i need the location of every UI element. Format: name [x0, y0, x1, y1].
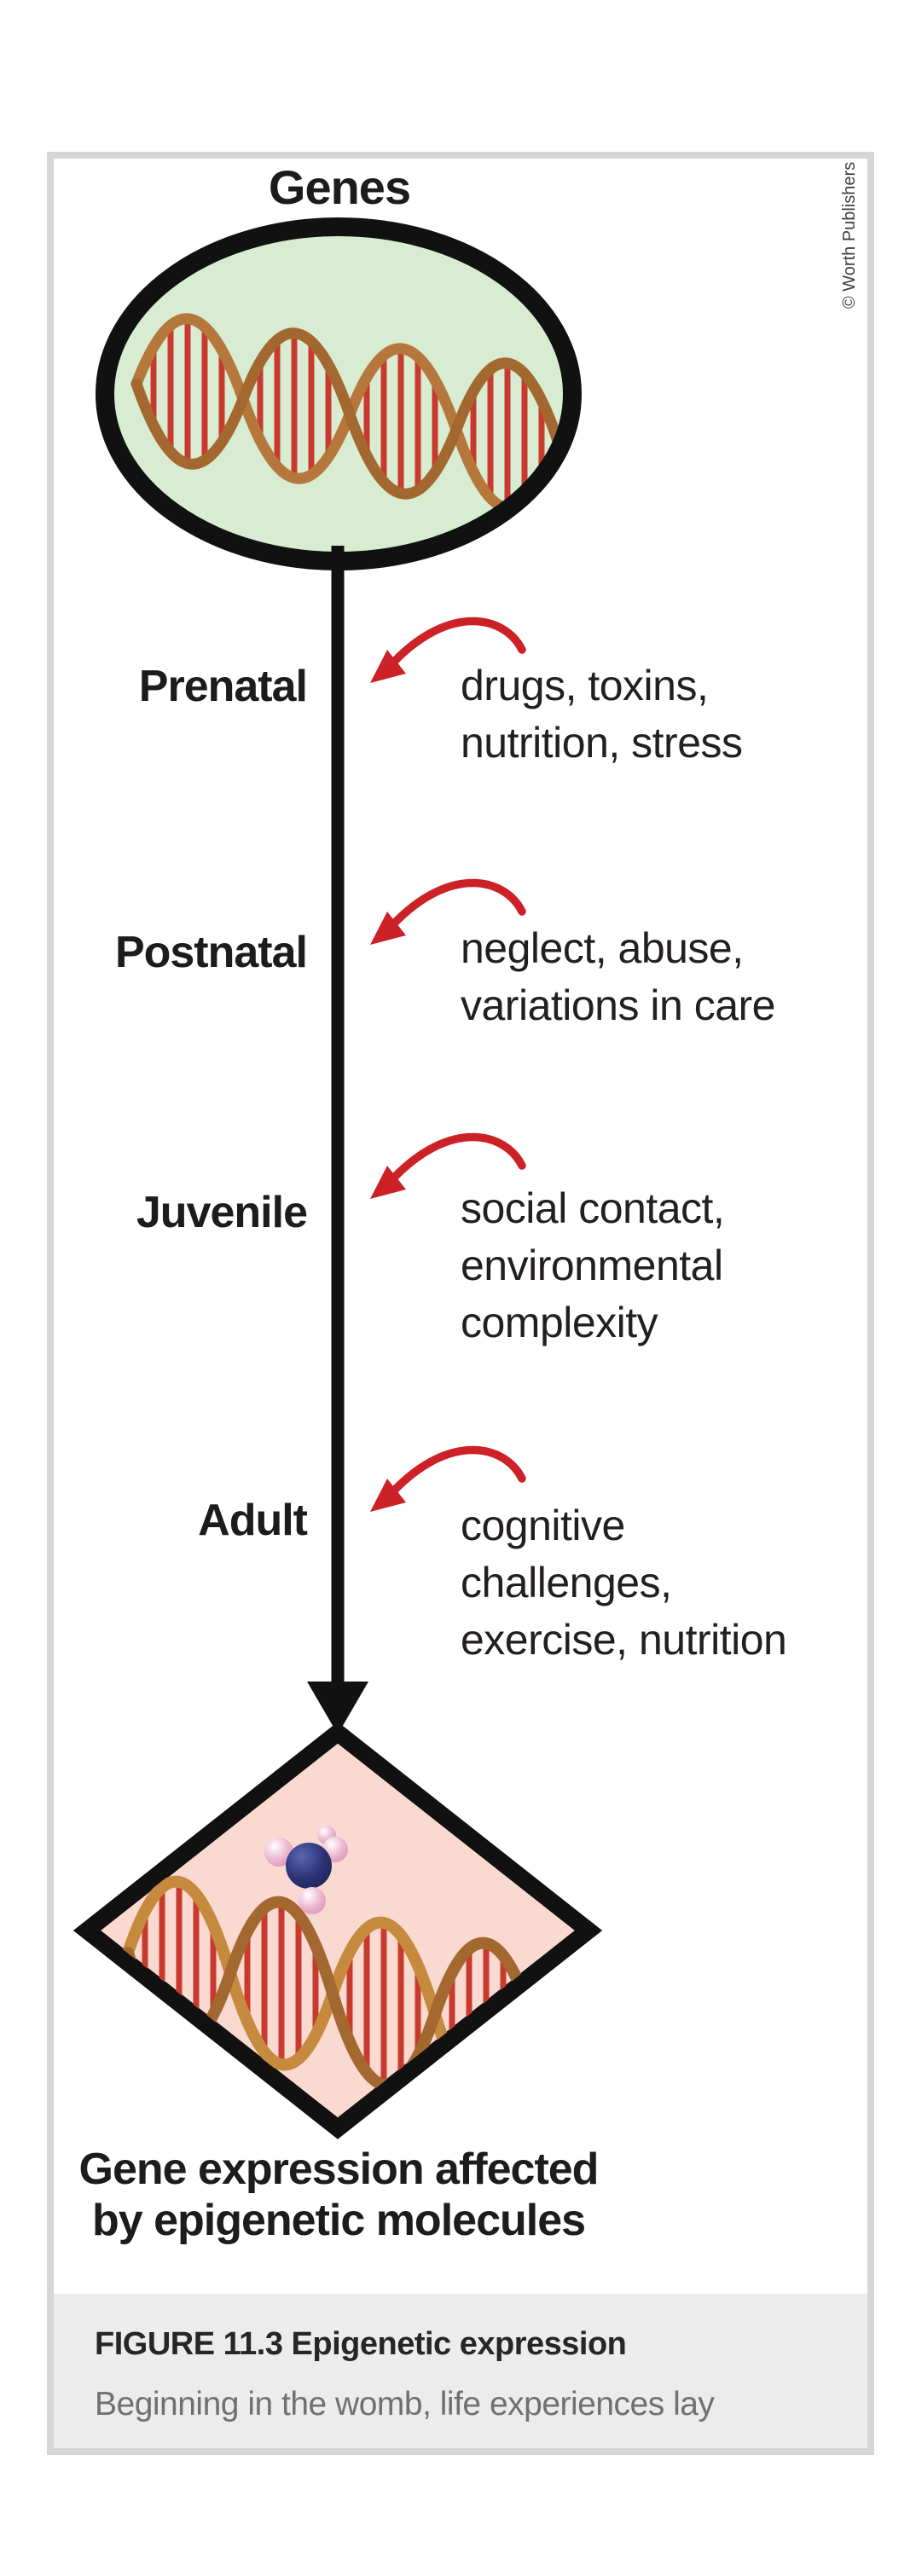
- caption-body: Beginning in the womb, life experiences …: [95, 2386, 715, 2423]
- publisher-credit: © Worth Publishers: [840, 161, 859, 309]
- factors-adult: cognitive challenges, exercise, nutritio…: [461, 1497, 787, 1669]
- caption-box: FIGURE 11.3 Epigenetic expression Beginn…: [54, 2294, 867, 2448]
- outcome-label: Gene expression affected by epigenetic m…: [49, 2144, 629, 2246]
- factors-prenatal: drugs, toxins, nutrition, stress: [461, 657, 743, 772]
- stage-label-adult: Adult: [198, 1496, 308, 1545]
- factor-line: challenges,: [461, 1559, 672, 1606]
- factor-line: environmental: [461, 1242, 723, 1289]
- factor-line: exercise, nutrition: [461, 1616, 787, 1664]
- genes-title: Genes: [268, 160, 411, 214]
- stage-label-postnatal: Postnatal: [114, 928, 308, 977]
- factor-line: neglect, abuse,: [461, 924, 744, 972]
- caption-title: FIGURE 11.3 Epigenetic expression: [95, 2326, 627, 2362]
- outcome-line: Gene expression affected: [78, 2145, 600, 2194]
- factor-line: variations in care: [461, 981, 775, 1029]
- factors-postnatal: neglect, abuse, variations in care: [461, 920, 775, 1034]
- stage-label-juvenile: Juvenile: [136, 1188, 308, 1237]
- outcome-line: by epigenetic molecules: [91, 2196, 586, 2245]
- factor-line: drugs, toxins,: [461, 662, 709, 709]
- factor-line: nutrition, stress: [461, 719, 743, 767]
- factor-line: cognitive: [461, 1502, 625, 1549]
- factor-line: social contact,: [461, 1184, 725, 1232]
- factor-line: complexity: [461, 1299, 658, 1346]
- factors-juvenile: social contact, environmental complexity: [461, 1180, 725, 1352]
- stage-label-prenatal: Prenatal: [138, 662, 308, 711]
